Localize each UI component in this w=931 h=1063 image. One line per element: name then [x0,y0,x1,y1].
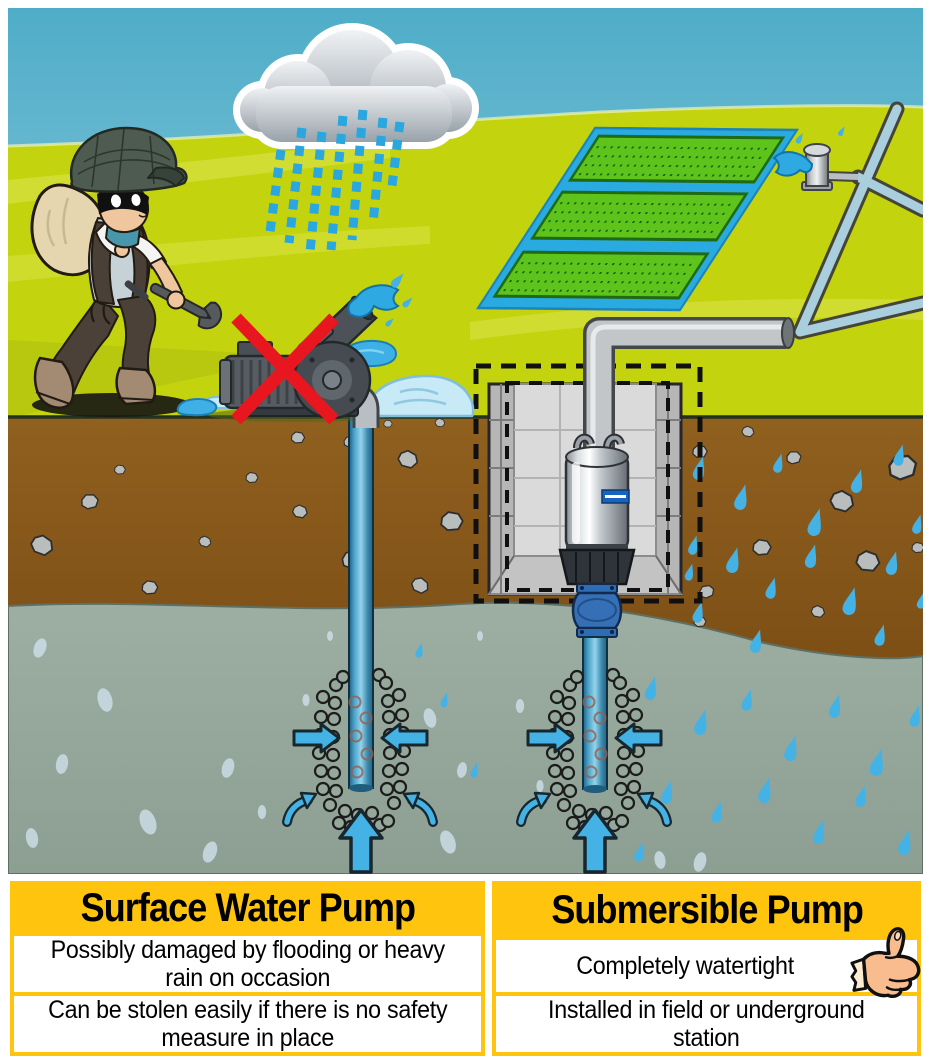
pump-brand-label [601,489,630,504]
discharge-splash [347,284,400,318]
submersible-pump [558,433,636,586]
surface-pump-column: Surface Water Pump Possibly damaged by f… [10,881,486,1056]
submersible-pump-row-installed: Installed in field or underground statio… [496,996,917,1052]
flood-puddle [365,374,475,418]
station-discharge-pipe [583,317,795,452]
field-inlet-pipe [772,124,859,191]
surface-pump-header: Surface Water Pump [14,885,481,932]
pump-comparison-illustration [8,8,923,874]
red-cross-icon [231,313,339,425]
flat-cap [69,126,188,193]
surface-pump-row-flooding: Possibly damaged by flooding or heavy ra… [14,936,482,992]
submersible-pump-row-watertight: Completely watertight [496,927,921,998]
thumbs-up-icon [850,927,921,998]
inlet-water-splash [772,151,814,177]
submersible-pump-header-label: Submersible Pump [550,888,864,932]
surface-pump-header-label: Surface Water Pump [80,886,415,930]
borehole-left [287,413,433,874]
aquifer-layer [8,601,923,874]
irrigation-channels [792,101,923,340]
submersible-pump-column: Submersible Pump Completely watertight I… [492,881,921,1056]
irrigated-field [475,126,800,312]
surface-pump-row-theft: Can be stolen easily if there is no safe… [14,996,482,1052]
borehole-right [521,636,667,874]
surface-pump-area [198,270,475,428]
rain-dashes [265,109,405,253]
thief-figure [30,126,223,417]
thief-feet-puddle [176,398,218,417]
check-valve [571,583,623,638]
submersible-pump-header: Submersible Pump [496,885,917,936]
comparison-table: Surface Water Pump Possibly damaged by f… [10,881,921,1056]
